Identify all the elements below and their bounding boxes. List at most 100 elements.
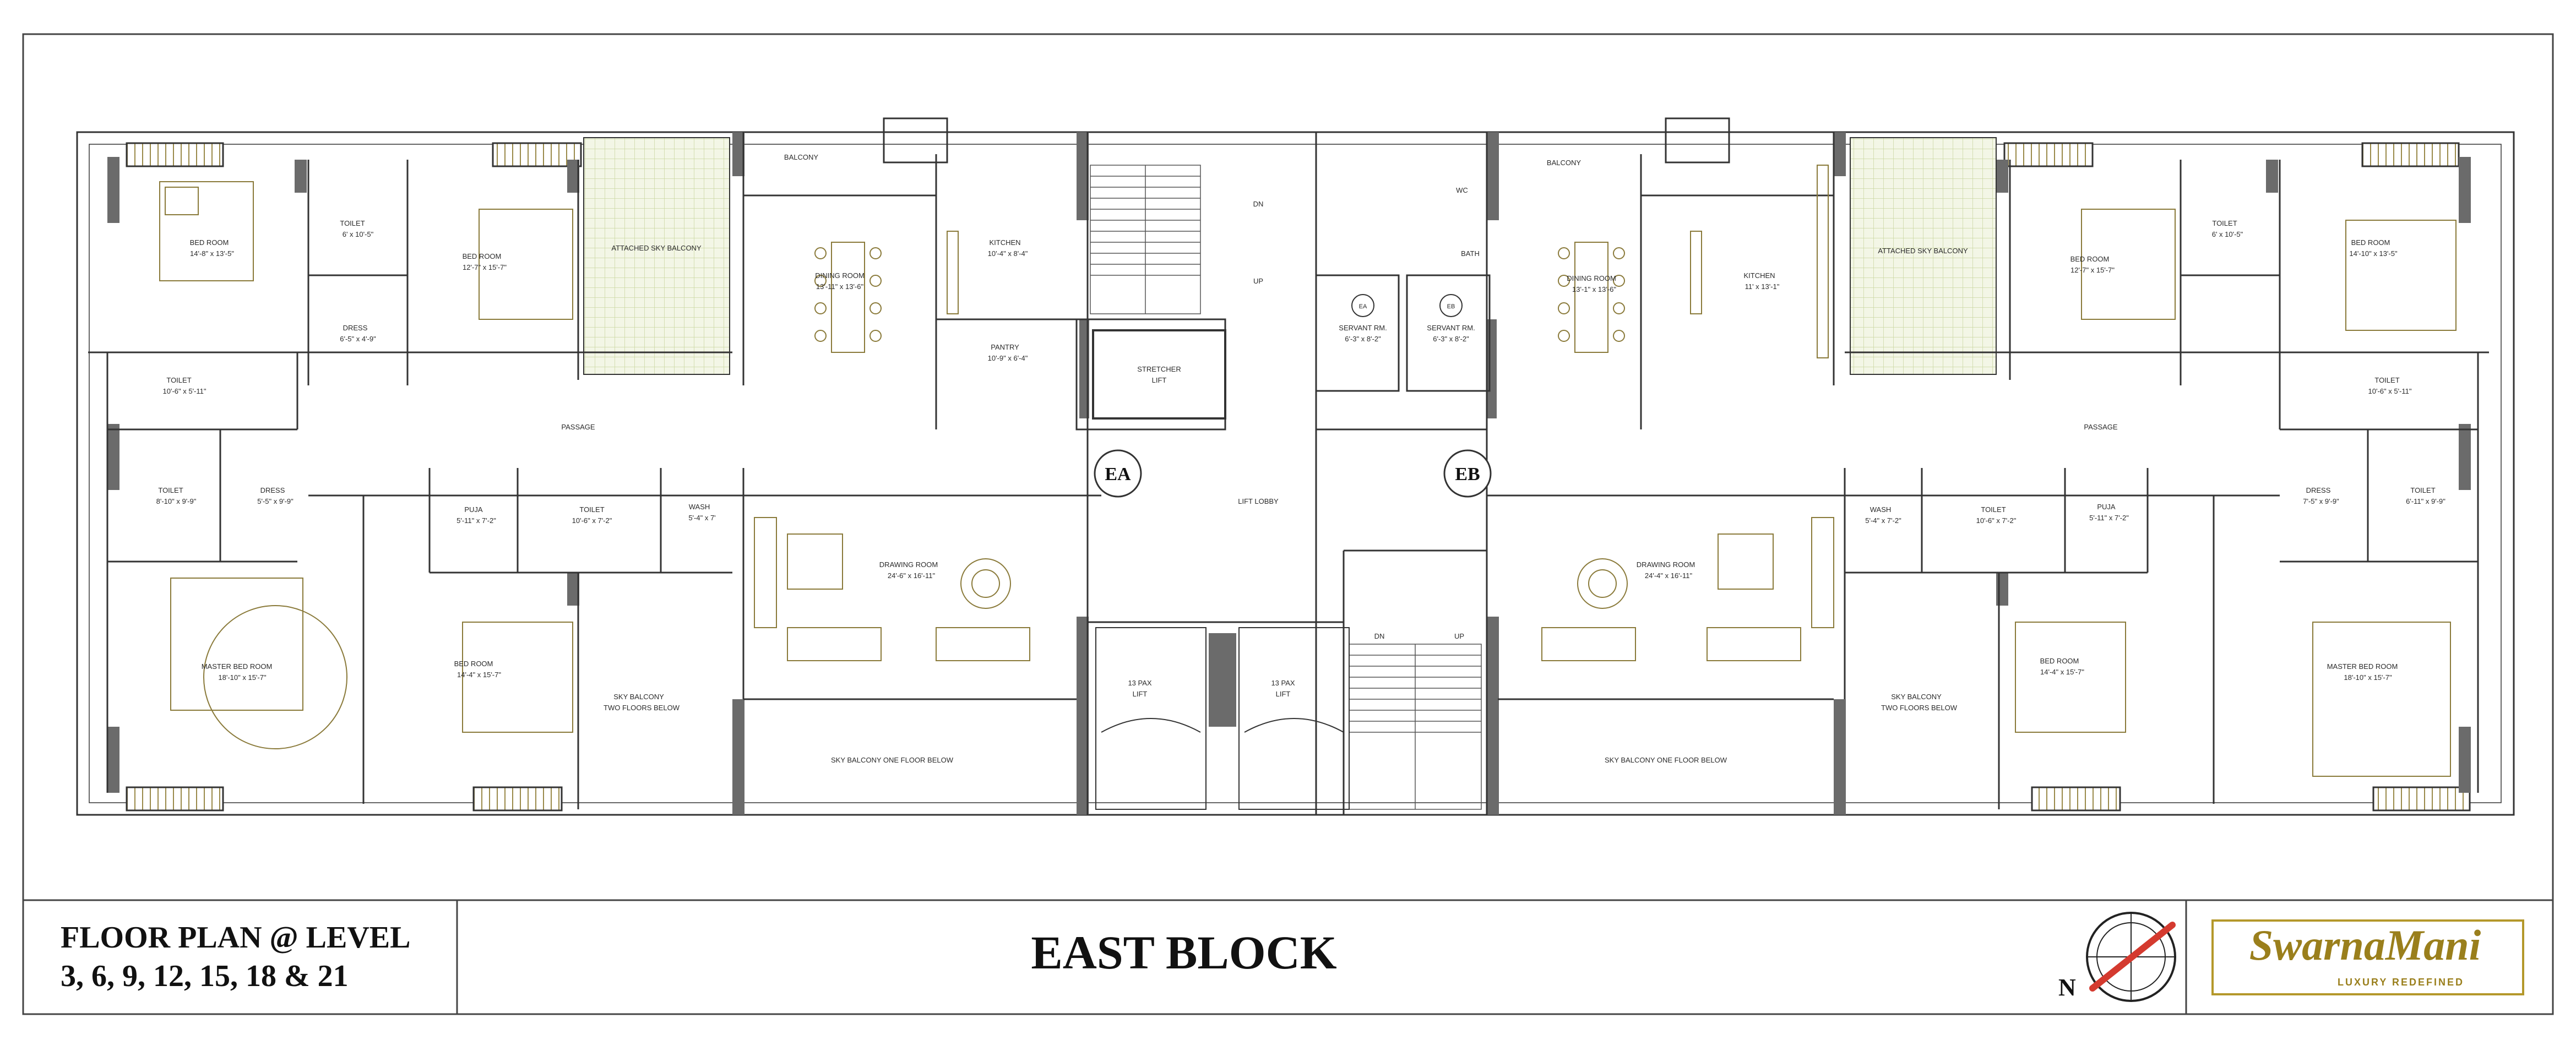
label-bath: BATH	[1461, 249, 1480, 258]
label-eb-sky-balcony-one-floor: SKY BALCONY ONE FLOOR BELOW	[1605, 756, 1727, 764]
label-ea-toilet-3: TOILET	[158, 486, 183, 494]
label-servant-ea-dim: 6'-3" x 8'-2"	[1345, 335, 1381, 343]
block-name: EAST BLOCK	[1031, 926, 1337, 979]
label-eb-drawing-room: DRAWING ROOM	[1637, 560, 1695, 569]
label-ea-master-bed: MASTER BED ROOM	[202, 662, 273, 671]
label-ea-master-bed-dim: 18'-10" x 15'-7"	[218, 673, 267, 682]
servant-ea-tag: EA	[1359, 303, 1367, 310]
label-ea-toilet-1-dim: 6' x 10'-5"	[343, 230, 374, 238]
servant-eb-tag: EB	[1447, 303, 1455, 310]
label-ea-bed-room-1: BED ROOM	[190, 238, 229, 247]
label-eb-bed-room-3-dim: 14'-4" x 15'-7"	[2040, 668, 2084, 676]
label-ea-kitchen: KITCHEN	[989, 238, 1020, 247]
label-eb-toilet-1-dim: 6' x 10'-5"	[2212, 230, 2243, 238]
label-stretcher-lift-1: STRETCHER	[1137, 365, 1181, 373]
label-ea-dress-2-dim: 5'-5" x 9'-9"	[257, 497, 294, 505]
label-ea-wash: WASH	[689, 503, 710, 511]
label-lift-a-2: LIFT	[1133, 690, 1148, 698]
label-eb-sky-balcony-2: TWO FLOORS BELOW	[1881, 704, 1958, 712]
furniture	[159, 165, 2457, 777]
label-eb-toilet-4-dim: 10'-6" x 7'-2"	[1976, 516, 2017, 525]
unit-ea-bubble-ring	[1094, 449, 1142, 498]
label-ea-sky-balcony-1: SKY BALCONY	[613, 693, 664, 701]
label-ea-sky-balcony-one-floor: SKY BALCONY ONE FLOOR BELOW	[831, 756, 954, 764]
label-eb-toilet-3-dim: 6'-11" x 9'-9"	[2406, 497, 2445, 505]
label-eb-master-bed-dim: 18'-10" x 15'-7"	[2344, 673, 2392, 682]
label-eb-master-bed: MASTER BED ROOM	[2327, 662, 2398, 671]
label-ea-bed-room-2-dim: 12'-7" x 15'-7"	[463, 263, 507, 271]
label-eb-wash: WASH	[1870, 505, 1892, 514]
label-servant-ea-name: SERVANT RM.	[1339, 324, 1387, 332]
label-eb-puja: PUJA	[2097, 503, 2116, 511]
label-eb-toilet-4: TOILET	[1981, 505, 2006, 514]
label-ea-bed-room-3-dim: 14'-4" x 15'-7"	[457, 671, 501, 679]
label-stair-top-dn: DN	[1253, 200, 1264, 208]
floor-plan-title: FLOOR PLAN @ LEVEL 3, 6, 9, 12, 15, 18 &…	[61, 918, 457, 995]
label-ea-drawing-room: DRAWING ROOM	[879, 560, 938, 569]
label-lift-b-1: 13 PAX	[1271, 679, 1295, 687]
label-lift-lobby: LIFT LOBBY	[1238, 497, 1279, 505]
label-lift-b-2: LIFT	[1276, 690, 1291, 698]
label-ea-kitchen-dim: 10'-4" x 8'-4"	[988, 249, 1028, 258]
label-ea-dress-2: DRESS	[260, 486, 285, 494]
unit-ea-bubble: EA	[1105, 464, 1131, 484]
passenger-lifts	[1095, 627, 1350, 810]
label-ea-dress-1: DRESS	[343, 324, 368, 332]
label-servant-eb-name: SERVANT RM.	[1427, 324, 1475, 332]
label-ea-toilet-3-dim: 8'-10" x 9'-9"	[156, 497, 197, 505]
label-ea-puja-dim: 5'-11" x 7'-2"	[456, 516, 496, 525]
label-eb-bed-room-2: BED ROOM	[2351, 238, 2390, 247]
label-eb-bed-room-1-dim: 12'-7" x 15'-7"	[2070, 266, 2115, 274]
label-ea-dress-1-dim: 6'-5" x 4'-9"	[340, 335, 376, 343]
label-eb-toilet-2: TOILET	[2374, 376, 2399, 384]
label-ea-pantry-dim: 10'-9" x 6'-4"	[988, 354, 1028, 362]
servant-ea-tag-ring	[1351, 294, 1374, 317]
label-stair-bottom-dn: DN	[1374, 632, 1385, 640]
label-stair-top-up: UP	[1253, 277, 1263, 285]
label-eb-wash-dim: 5'-4" x 7'-2"	[1865, 516, 1901, 525]
label-eb-kitchen: KITCHEN	[1743, 271, 1775, 280]
label-eb-puja-dim: 5'-11" x 7'-2"	[2089, 514, 2129, 522]
stretcher-lift-car	[1092, 329, 1226, 420]
label-eb-dining-room-dim: 13'-1" x 13'-6"	[1572, 285, 1616, 293]
brand-logo: SwarnaMani	[2249, 921, 2481, 969]
label-stair-bottom-up: UP	[1454, 632, 1464, 640]
label-ea-balcony: BALCONY	[784, 153, 818, 161]
label-lift-a-1: 13 PAX	[1128, 679, 1151, 687]
label-ea-bed-room-1-dim: 14'-8" x 13'-5"	[190, 249, 234, 258]
label-eb-dining-room: DINING ROOM	[1567, 274, 1616, 282]
label-eb-toilet-2-dim: 10'-6" x 5'-11"	[2368, 387, 2412, 395]
label-eb-passage: PASSAGE	[2084, 423, 2118, 431]
attached-sky-balcony-ea-area	[583, 137, 730, 375]
building-outline	[76, 117, 2515, 816]
floor-plan-title-line2: 3, 6, 9, 12, 15, 18 & 21	[61, 959, 349, 993]
label-eb-bed-room-1: BED ROOM	[2070, 255, 2110, 263]
north-arrow-icon	[2086, 912, 2176, 1002]
label-eb-dress-dim: 7'-5" x 9'-9"	[2303, 497, 2339, 505]
stair-bottom	[1349, 644, 1482, 810]
label-ea-drawing-room-dim: 24'-6" x 16'-11"	[888, 571, 936, 580]
logo-frame	[2211, 919, 2524, 995]
label-eb-drawing-room-dim: 24'-4" x 16'-11"	[1645, 571, 1693, 580]
label-eb-bed-room-3: BED ROOM	[2040, 657, 2079, 665]
label-ea-bed-room-2: BED ROOM	[463, 252, 502, 260]
north-label: N	[2058, 974, 2076, 1001]
unit-eb-bubble-ring	[1443, 449, 1492, 498]
label-ea-pantry: PANTRY	[991, 343, 1019, 351]
label-ea-attached-sky-balcony: ATTACHED SKY BALCONY	[611, 244, 702, 252]
label-eb-toilet-1: TOILET	[2212, 219, 2237, 227]
structural-columns	[107, 132, 2471, 815]
label-ea-toilet-2-dim: 10'-6" x 5'-11"	[163, 387, 206, 395]
label-eb-bed-room-2-dim: 14'-10" x 13'-5"	[2349, 249, 2398, 258]
label-ea-toilet-4: TOILET	[579, 505, 604, 514]
servant-eb-tag-ring	[1439, 294, 1463, 317]
label-ea-passage: PASSAGE	[561, 423, 595, 431]
label-ea-toilet-1: TOILET	[340, 219, 365, 227]
label-eb-balcony: BALCONY	[1547, 159, 1581, 167]
label-servant-eb-dim: 6'-3" x 8'-2"	[1433, 335, 1469, 343]
label-ea-dining-room-dim: 13'-11" x 13'-6"	[816, 282, 864, 291]
label-eb-kitchen-dim: 11' x 13'-1"	[1745, 282, 1780, 291]
label-ea-dining-room: DINING ROOM	[815, 271, 865, 280]
sheet-border	[22, 33, 2554, 1015]
